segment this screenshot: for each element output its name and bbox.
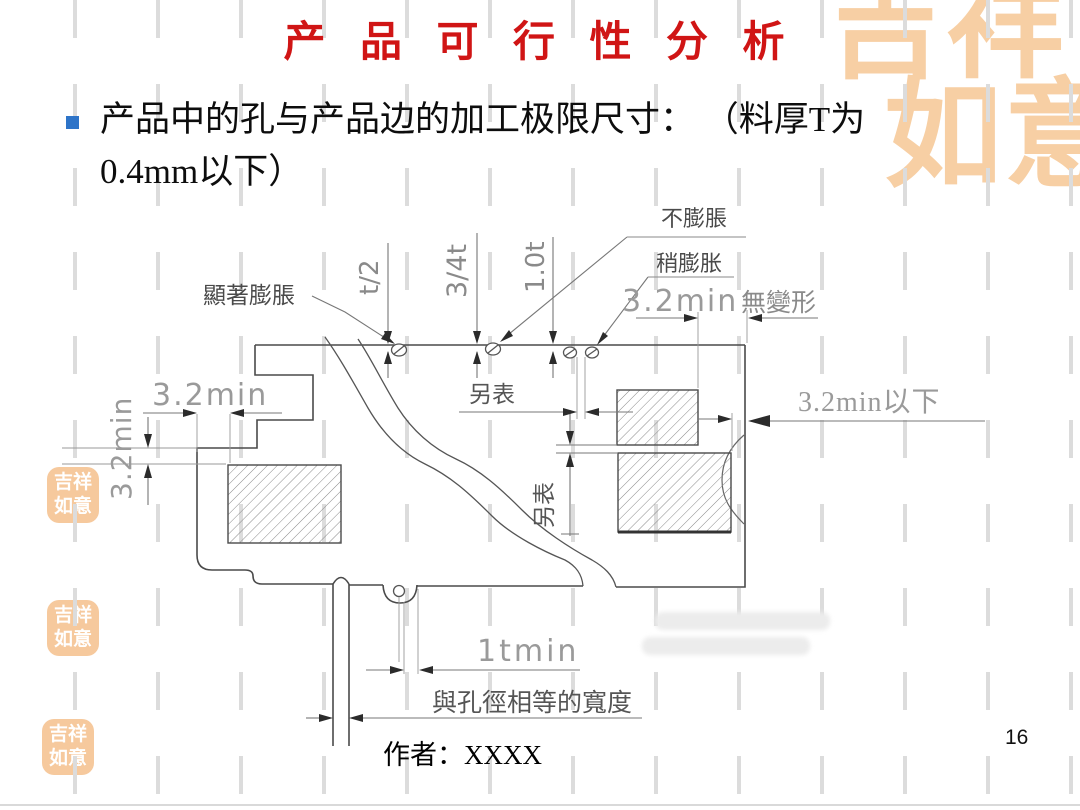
label-one-t: 1.0t: [521, 241, 551, 293]
background-dashed-guides: [73, 0, 1073, 810]
crack-river-lines: [324, 336, 617, 588]
label-32min-left-horizontal: 3.2min: [152, 378, 268, 413]
label-32min-or-less: 3.2min以下: [798, 387, 941, 418]
seal-line2: 如意: [48, 748, 87, 769]
label-significant-expansion: 顯著膨脹: [203, 283, 295, 308]
label-no-deformation: 無變形: [741, 289, 816, 317]
decorative-seal-ornament: 吉祥 如意: [826, 0, 1080, 234]
decorative-seal-stamp: 吉祥 如意: [47, 467, 99, 523]
label-32min-left-vertical: 3.2min: [105, 397, 138, 500]
bullet-line1: 产品中的孔与产品边的加工极限尺寸： （料厚T为: [100, 100, 866, 139]
ghost-watermark: [642, 612, 830, 655]
slide-bottom-edge: [0, 804, 1080, 806]
bullet-marker: [66, 116, 79, 129]
label-no-expansion: 不膨脹: [661, 206, 727, 231]
label-1tmin: 1tmin: [477, 634, 579, 669]
author-credit: 作者：XXXX: [383, 740, 542, 770]
hatched-hole-right-upper: [616, 389, 699, 446]
drawing-annotations: 不膨脹 稍膨胀 3.2min 無變形 顯著膨脹 t/2 3/4t 1.0t 另表…: [105, 206, 941, 717]
seal-line2: 如意: [53, 496, 92, 517]
dimension-arrowheads: [144, 314, 770, 722]
decorative-seal-stamp: 吉祥 如意: [42, 719, 94, 775]
hatched-hole-left: [227, 464, 342, 544]
seal-line1: 吉祥: [53, 605, 92, 626]
slide-title: 产 品 可 行 性 分 析: [283, 20, 797, 66]
dimension-lines: [62, 233, 985, 719]
seal-line2: 如意: [53, 629, 92, 650]
label-see-table-horizontal: 另表: [469, 382, 515, 407]
seal-line1: 吉祥: [53, 472, 92, 493]
page-number: 16: [1005, 726, 1029, 749]
part-outline: [196, 344, 746, 746]
bullet-paragraph: 产品中的孔与产品边的加工极限尺寸： （料厚T为 0.4mm以下）: [100, 94, 1070, 198]
ornament-line1: 吉祥: [826, 0, 1067, 93]
label-width-equal-hole: 與孔徑相等的寬度: [432, 689, 632, 717]
label-slight-expansion: 稍膨胀: [656, 251, 722, 276]
bullet-line2: 0.4mm以下）: [100, 152, 304, 191]
label-32min-top: 3.2min: [622, 284, 738, 319]
seal-line1: 吉祥: [48, 724, 87, 745]
label-see-table-vertical: 另表: [532, 482, 557, 528]
label-t-half: t/2: [355, 260, 385, 296]
label-three-quarter-t: 3/4t: [442, 244, 473, 298]
ornament-line2: 如意: [884, 70, 1080, 202]
hatched-holes: [227, 389, 732, 544]
edge-holes: [390, 342, 600, 598]
hatched-hole-right-lower: [617, 452, 732, 533]
